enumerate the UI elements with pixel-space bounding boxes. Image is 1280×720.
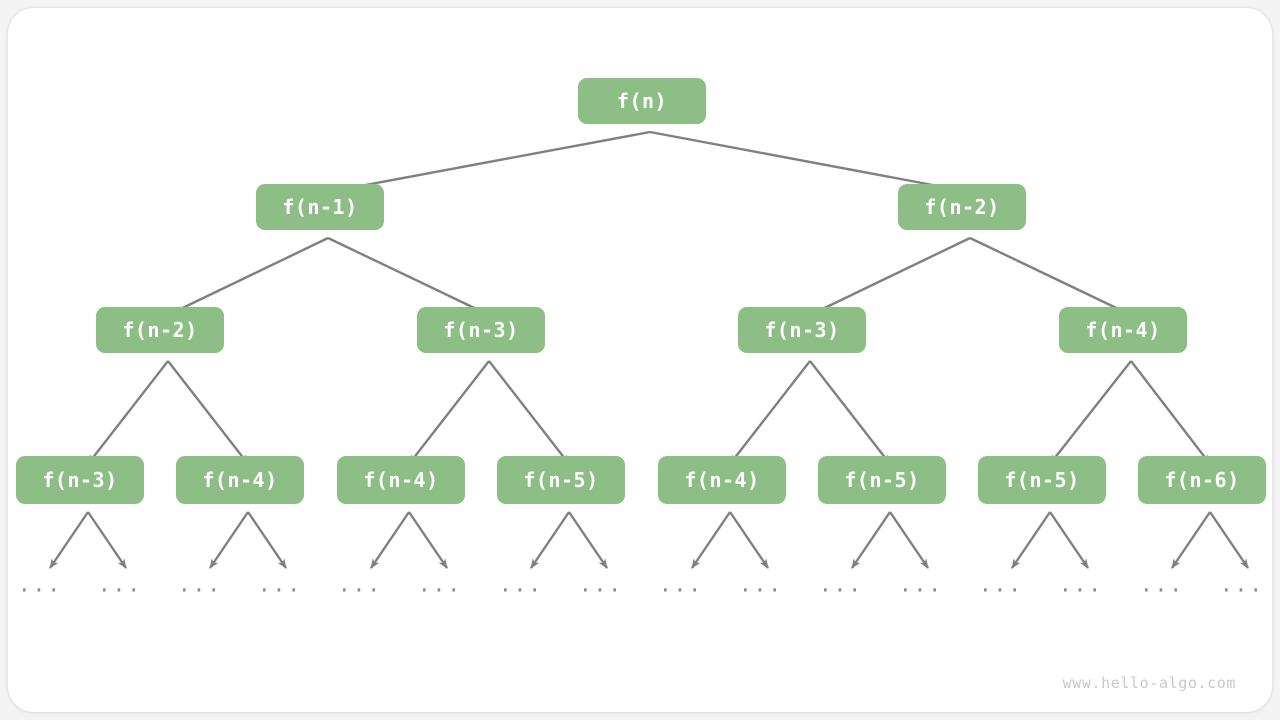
ellipsis-marker-1: ...: [98, 572, 142, 597]
leaf-edge-0: [49, 511, 89, 569]
leaf-edge-3: [247, 511, 287, 569]
leaf-edge-4: [370, 511, 410, 569]
ellipsis-marker-14: ...: [1140, 572, 1184, 597]
tree-node-level2-0[interactable]: f(n-1): [256, 184, 384, 230]
tree-edge-12: [1049, 360, 1132, 465]
tree-edge-3: [327, 236, 490, 317]
tree-node-level4-2[interactable]: f(n-4): [337, 456, 465, 504]
leaf-edge-5: [408, 511, 448, 569]
tree-edge-9: [488, 360, 570, 465]
ellipsis-marker-12: ...: [979, 572, 1023, 597]
tree-edge-0: [327, 130, 651, 195]
leaf-edge-2: [209, 511, 249, 569]
ellipsis-marker-9: ...: [739, 572, 783, 597]
tree-edge-5: [969, 236, 1132, 317]
tree-edge-10: [729, 360, 811, 465]
tree-edges: [87, 130, 1211, 465]
ellipsis-marker-10: ...: [819, 572, 863, 597]
watermark: www.hello-algo.com: [1062, 674, 1236, 692]
tree-node-level3-0[interactable]: f(n-2): [96, 307, 224, 353]
leaf-edge-8: [691, 511, 731, 569]
ellipsis-marker-7: ...: [579, 572, 623, 597]
tree-edge-8: [408, 360, 490, 465]
ellipsis-marker-3: ...: [258, 572, 302, 597]
leaf-edge-11: [889, 511, 929, 569]
leaf-edge-14: [1171, 511, 1211, 569]
tree-node-level4-0[interactable]: f(n-3): [16, 456, 144, 504]
leaf-edge-10: [851, 511, 891, 569]
leaf-edge-15: [1209, 511, 1249, 569]
tree-node-level4-1[interactable]: f(n-4): [176, 456, 304, 504]
leaf-edge-13: [1049, 511, 1089, 569]
tree-edge-4: [809, 236, 971, 317]
leaf-edge-9: [729, 511, 769, 569]
tree-edge-11: [809, 360, 891, 465]
diagram-card: f(n) f(n-1) f(n-2) f(n-2) f(n-3) f(n-3) f(n-4)…: [8, 8, 1272, 712]
tree-edge-1: [649, 130, 971, 195]
ellipsis-marker-6: ...: [499, 572, 543, 597]
tree-node-root[interactable]: f(n): [578, 78, 706, 124]
tree-node-level3-1[interactable]: f(n-3): [417, 307, 545, 353]
leaf-edge-12: [1011, 511, 1051, 569]
ellipsis-marker-13: ...: [1059, 572, 1103, 597]
tree-edge-13: [1130, 360, 1211, 465]
ellipsis-marker-5: ...: [418, 572, 462, 597]
tree-edge-2: [167, 236, 329, 317]
ellipsis-marker-8: ...: [659, 572, 703, 597]
tree-node-level4-4[interactable]: f(n-4): [658, 456, 786, 504]
ellipsis-marker-4: ...: [338, 572, 382, 597]
tree-node-level3-2[interactable]: f(n-3): [738, 307, 866, 353]
tree-node-level4-3[interactable]: f(n-5): [497, 456, 625, 504]
ellipsis-marker-15: ...: [1220, 572, 1264, 597]
tree-node-level4-7[interactable]: f(n-6): [1138, 456, 1266, 504]
leaf-edges: [49, 511, 1249, 569]
leaf-edge-1: [87, 511, 127, 569]
tree-edge-7: [167, 360, 249, 465]
leaf-edge-7: [568, 511, 608, 569]
ellipsis-marker-11: ...: [899, 572, 943, 597]
leaf-edge-6: [530, 511, 570, 569]
tree-node-level3-3[interactable]: f(n-4): [1059, 307, 1187, 353]
ellipsis-marker-2: ...: [178, 572, 222, 597]
tree-edge-6: [87, 360, 169, 465]
tree-node-level4-5[interactable]: f(n-5): [818, 456, 946, 504]
tree-node-level4-6[interactable]: f(n-5): [978, 456, 1106, 504]
ellipsis-marker-0: ...: [18, 572, 62, 597]
tree-node-level2-1[interactable]: f(n-2): [898, 184, 1026, 230]
